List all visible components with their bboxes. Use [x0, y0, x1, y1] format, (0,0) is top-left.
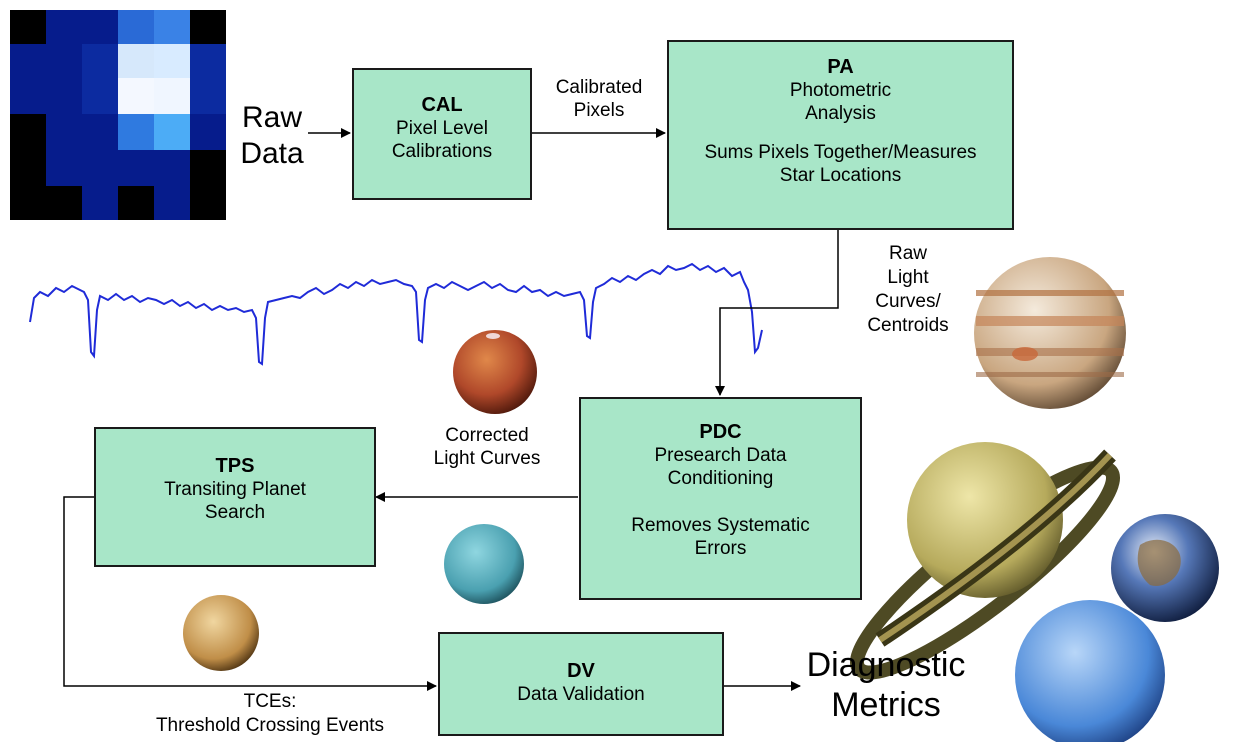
tces-label: TCEs: Threshold Crossing Events: [155, 691, 385, 736]
pixel-grid: [10, 10, 226, 220]
arrow-pa-to-pdc: [715, 230, 839, 396]
dv-title: DV: [567, 660, 595, 682]
diagnostic-metrics-label: Diagnostic Metrics: [806, 646, 966, 724]
neptune-icon: [1015, 600, 1165, 742]
earth-icon: [1111, 514, 1219, 622]
corrected-light-curves-label: Corrected Light Curves: [433, 425, 541, 469]
raw-data-label: Raw Data: [240, 101, 304, 170]
cal-title: CAL: [421, 94, 463, 116]
cal-box: CAL Pixel Level Calibrations: [352, 68, 532, 200]
light-curve-plot: [29, 262, 763, 366]
calibrated-pixels-label: Calibrated Pixels: [555, 77, 643, 121]
tps-title: TPS: [215, 455, 255, 477]
saturn-icon: [849, 442, 1121, 680]
uranus-icon: [444, 524, 524, 604]
jupiter-icon: [974, 257, 1126, 409]
pa-title: PA: [827, 56, 854, 78]
pa-box: PA Photometric Analysis Sums Pixels Toge…: [667, 40, 1014, 230]
mars-icon: [453, 330, 537, 414]
pdc-title: PDC: [699, 421, 742, 443]
raw-light-curves-label: Raw Light Curves/ Centroids: [867, 243, 949, 336]
flow-connectors: [63, 128, 839, 691]
arrow-tps-to-dv: [63, 496, 437, 691]
dv-box: DV Data Validation: [438, 632, 724, 736]
tps-box: TPS Transiting Planet Search: [94, 427, 376, 567]
venus-icon: [183, 595, 259, 671]
pdc-box: PDC Presearch Data Conditioning Removes …: [579, 397, 862, 600]
